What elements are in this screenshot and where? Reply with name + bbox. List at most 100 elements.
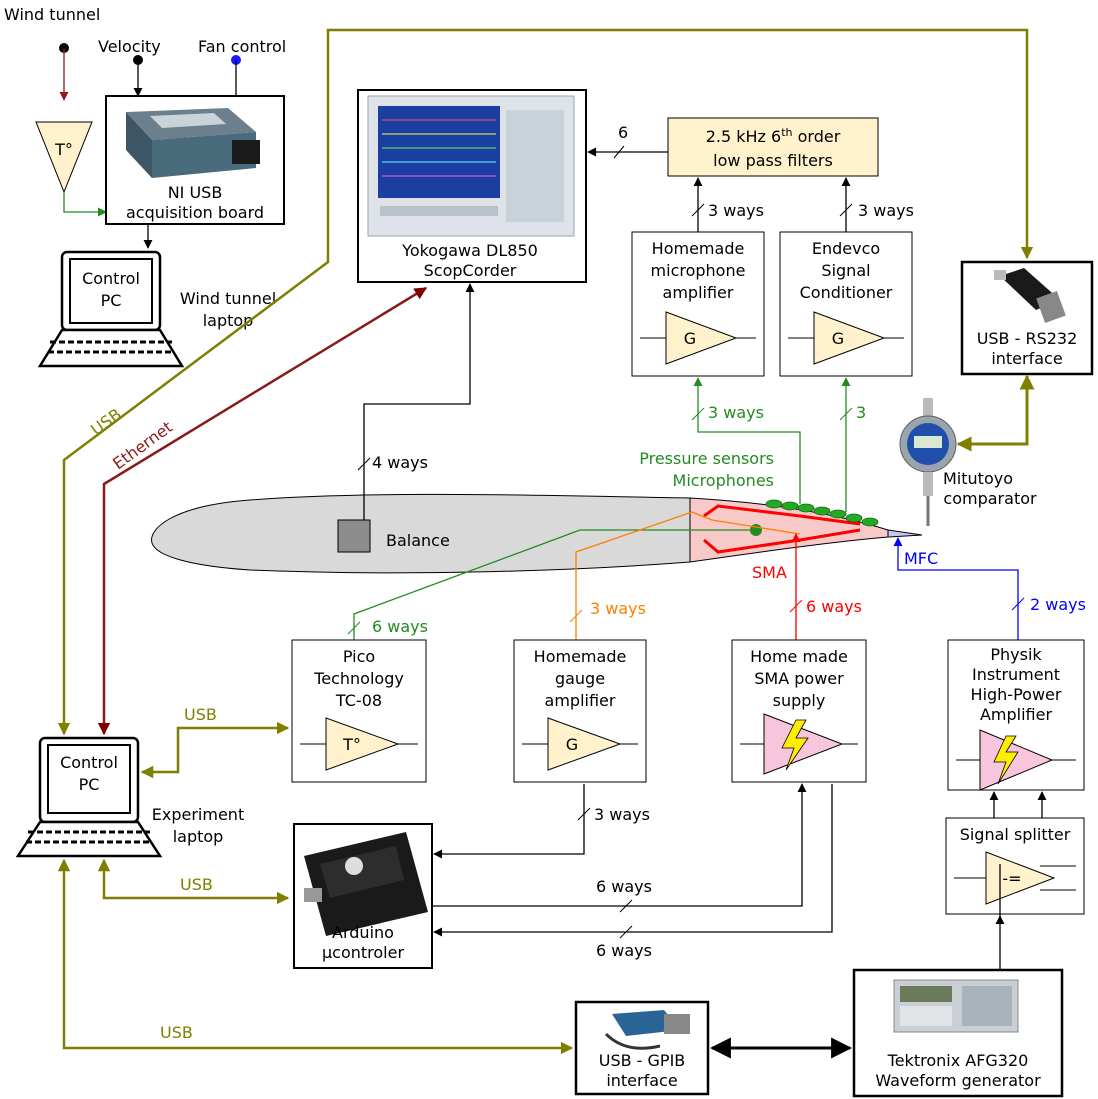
physik-line1: Physik xyxy=(990,645,1042,664)
wind-tunnel-temperature-amplifier xyxy=(35,121,93,194)
scopcorder-section: Yokogawa DL850 ScopCorder xyxy=(357,89,587,283)
gauge-amp-line2: gauge xyxy=(555,669,605,688)
usb-rs232-line2: interface xyxy=(991,349,1062,368)
scopcorder-line2: ScopCorder xyxy=(424,261,517,280)
pico-ways-label: 6 ways xyxy=(372,617,428,636)
ni-usb-board-line1: NI USB xyxy=(168,183,223,202)
experiment-laptop-icon xyxy=(15,736,163,858)
physik-section: Physik Instrument High-Power Amplifier xyxy=(947,639,1085,791)
sma-label: SMA xyxy=(752,563,787,582)
physik-ways-label: 2 ways xyxy=(1030,595,1086,614)
gauge-amp-section: Homemade gauge amplifier G xyxy=(513,639,647,783)
endevco-line2: Signal xyxy=(821,261,870,280)
experiment-laptop-caption-line1: Experiment xyxy=(152,805,244,824)
mic-amp-ways-out: 3 ways xyxy=(708,201,764,220)
temp-to-ni-wire xyxy=(63,192,107,217)
splitter-section: Signal splitter -= xyxy=(945,791,1085,916)
endevco-symbol: G xyxy=(832,329,844,348)
mfc-tip-region xyxy=(887,529,923,538)
signal-splitter-symbol: -= xyxy=(1002,869,1021,888)
usb-gpib-line2: interface xyxy=(606,1071,677,1090)
endevco-ways-in: 3 xyxy=(856,403,866,422)
balance-ways-label: 4 ways xyxy=(372,453,428,472)
gpib-section: USB - GPIB interface Tektronix AFG320 Wa… xyxy=(574,915,1064,1098)
physik-triangle xyxy=(979,729,1054,791)
endevco-section: Endevco Signal Conditioner G xyxy=(779,231,913,377)
mfc-label: MFC xyxy=(904,549,938,568)
filters-section: 2.5 kHz 6th order low pass filters 6 3 w… xyxy=(587,117,914,232)
experiment-laptop-section: Control PC Experiment laptop xyxy=(15,736,244,858)
scopcorder-device-icon xyxy=(367,95,575,237)
fan-control-label: Fan control xyxy=(198,37,286,56)
signal-splitter-triangle xyxy=(985,851,1056,905)
arduino-section: Arduino µcontroler 3 ways 6 ways 6 ways xyxy=(293,783,833,969)
experiment-laptop-caption-line2: laptop xyxy=(173,827,224,846)
arduino-ways-to-supply: 6 ways xyxy=(596,877,652,896)
sma-supply-ways: 6 ways xyxy=(806,597,862,616)
mic-amp-ways-in: 3 ways xyxy=(708,403,764,422)
mitutoyo-line1: Mitutoyo xyxy=(943,469,1013,488)
pico-line3: TC-08 xyxy=(335,691,382,710)
gauge-amp-ways-in: 3 ways xyxy=(590,599,646,618)
usb-gpib-label: USB xyxy=(160,1023,193,1042)
ni-usb-board-icon xyxy=(126,108,260,178)
endevco-line3: Conditioner xyxy=(800,283,893,302)
pico-line2: Technology xyxy=(313,669,404,688)
wind-tunnel-laptop-screen-line2: PC xyxy=(101,291,122,310)
filters-line2: low pass filters xyxy=(713,151,833,170)
filters-ways-label: 6 xyxy=(618,123,628,142)
gauge-amp-symbol: G xyxy=(566,735,578,754)
tektronix-line2: Waveform generator xyxy=(875,1071,1041,1090)
gauge-amp-line1: Homemade xyxy=(534,647,627,666)
usb-arduino-label: USB xyxy=(180,875,213,894)
wind-tunnel-section: Wind tunnel Velocity Fan control T° NI U… xyxy=(4,5,286,368)
physik-line3: High-Power xyxy=(971,685,1062,704)
endevco-line1: Endevco xyxy=(812,239,880,258)
physik-lightning-icon xyxy=(993,735,1019,785)
pico-symbol: T° xyxy=(342,735,361,754)
balance-block xyxy=(337,519,371,553)
wind-tunnel-laptop-caption-line2: laptop xyxy=(203,311,254,330)
rs232-section: USB - RS232 interface Mitutoyo comparato… xyxy=(899,260,1094,526)
endevco-ways-out: 3 ways xyxy=(858,201,914,220)
sma-supply-line3: supply xyxy=(773,691,826,710)
mitutoyo-line2: comparator xyxy=(943,489,1037,508)
usb-gpib-adapter-icon xyxy=(604,1010,690,1050)
wind-tunnel-temp-symbol: T° xyxy=(54,140,73,159)
filters-line1: 2.5 kHz 6th order xyxy=(706,126,841,146)
ethernet-link xyxy=(97,286,428,736)
arduino-line1: Arduino xyxy=(332,923,394,942)
usb-top-link xyxy=(57,28,1034,736)
balance-to-scopcorder-wire xyxy=(363,283,475,520)
experiment-laptop-screen-line1: Control xyxy=(60,753,118,772)
ni-usb-board-line2: acquisition board xyxy=(126,203,264,222)
sma-supply-line1: Home made xyxy=(750,647,848,666)
rs232-to-mitutoyo-link xyxy=(956,374,1035,452)
scopcorder-line1: Yokogawa DL850 xyxy=(401,241,538,260)
signal-splitter-label: Signal splitter xyxy=(960,825,1071,844)
usb-gpib-line1: USB - GPIB xyxy=(599,1051,686,1070)
mic-amp-out-tick xyxy=(691,203,705,217)
sma-supply-section: Home made SMA power supply xyxy=(731,639,867,783)
filters-ways-tick xyxy=(613,145,625,159)
experiment-laptop-screen-line2: PC xyxy=(79,775,100,794)
pico-section: Pico Technology TC-08 T° xyxy=(291,639,427,783)
mic-amp-line1: Homemade xyxy=(652,239,745,258)
mic-amp-line2: microphone xyxy=(651,261,746,280)
wind-tunnel-laptop-screen-line1: Control xyxy=(82,269,140,288)
wind-tunnel-label: Wind tunnel xyxy=(4,5,100,24)
tektronix-generator-icon xyxy=(893,979,1019,1033)
usb-pico-link xyxy=(140,721,290,779)
mic-amp-line3: amplifier xyxy=(663,283,734,302)
wind-tunnel-laptop-caption-line1: Wind tunnel xyxy=(180,289,276,308)
pico-line1: Pico xyxy=(343,647,375,666)
arduino-line2: µcontroler xyxy=(322,943,404,962)
usb-rs232-line1: USB - RS232 xyxy=(977,329,1078,348)
pressure-sensors-label: Pressure sensors xyxy=(639,449,774,468)
velocity-label: Velocity xyxy=(98,37,161,56)
tektronix-line1: Tektronix AFG320 xyxy=(887,1051,1029,1070)
gauge-amp-to-arduino-wire xyxy=(433,784,585,859)
physik-line4: Amplifier xyxy=(980,705,1053,724)
mic-amp-symbol: G xyxy=(684,329,696,348)
